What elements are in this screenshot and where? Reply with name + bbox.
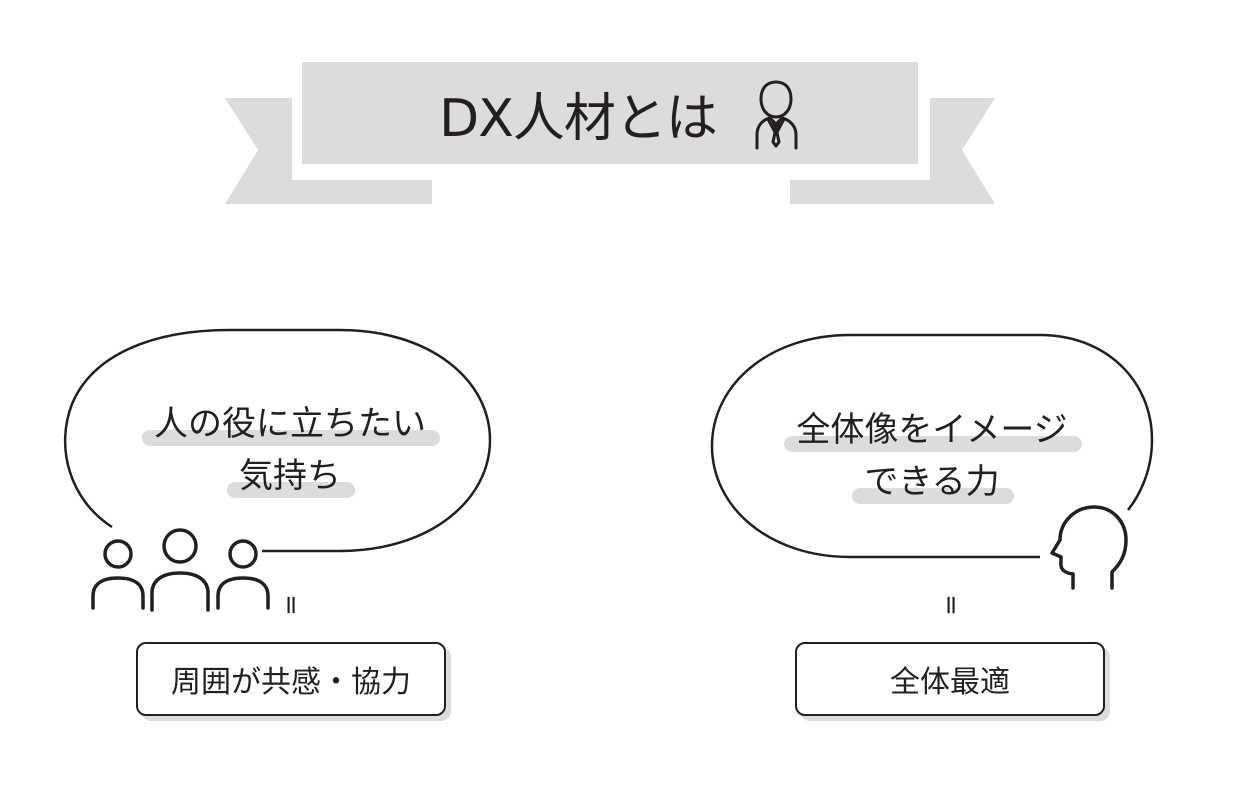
right-speech-bubble [710,333,1154,559]
banner-tail-right [790,98,995,204]
left-bubble-line-1: 人の役に立ちたい [142,398,440,450]
page-title: DX人材とは [439,88,718,149]
right-bubble-line-1: 全体像をイメージ [784,404,1082,456]
right-equals-sign: = [935,594,966,616]
group-of-people-icon [91,528,270,612]
left-speech-bubble [64,328,492,553]
left-equals-sign: = [275,594,306,616]
banner-tail-left [225,98,432,204]
left-bubble-text: 人の役に立ちたい 気持ち [100,398,480,502]
right-result-box: 全体最適 [795,642,1105,716]
right-bubble-text: 全体像をイメージ できる力 [742,404,1122,508]
banner-panel [302,62,918,164]
left-result-box: 周囲が共感・協力 [136,642,446,716]
right-bubble-line-2: できる力 [852,456,1015,508]
left-bubble-line-2: 気持ち [227,450,355,502]
person-suit-icon [755,80,798,150]
head-profile-icon [1050,505,1128,590]
